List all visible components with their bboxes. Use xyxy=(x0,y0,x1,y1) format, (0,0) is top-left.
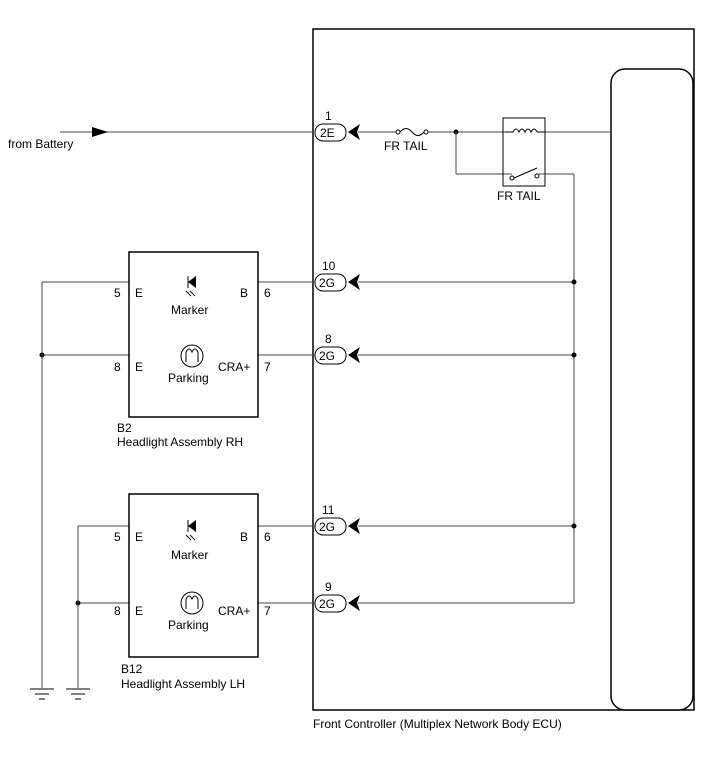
led-diode-icon xyxy=(185,276,196,297)
connector-chevron-icon xyxy=(348,518,360,534)
marker-e-label: E xyxy=(135,286,143,300)
marker-pin-b: 6 xyxy=(264,530,271,544)
parking-pin-e: 8 xyxy=(114,360,121,374)
connector-code: 2G xyxy=(319,276,335,290)
connector-pin: 11 xyxy=(322,503,335,517)
marker-b-label: B xyxy=(240,530,248,544)
connector-code: 2E xyxy=(320,126,335,140)
parking-pin-cra: 7 xyxy=(264,360,271,374)
headlight-lh-name: Headlight Assembly LH xyxy=(121,677,245,691)
marker-pin-b: 6 xyxy=(264,286,271,300)
ecu-label: Front Controller (Multiplex Network Body… xyxy=(313,717,562,731)
marker-pin-e: 5 xyxy=(114,286,121,300)
parking-cra-label: CRA+ xyxy=(218,604,250,618)
parking-pin-e: 8 xyxy=(114,604,121,618)
headlight-lh-code: B12 xyxy=(121,662,143,676)
bulb-icon xyxy=(180,591,204,615)
connector-chevron-icon xyxy=(348,274,360,290)
parking-pin-cra: 7 xyxy=(264,604,271,618)
relay-icon xyxy=(502,117,546,187)
battery-label: from Battery xyxy=(8,137,73,151)
parking-e-label: E xyxy=(135,360,143,374)
connector-2g-pin-11: 11 2G xyxy=(314,503,360,536)
connector-2g-pin-9: 9 2G xyxy=(314,580,360,613)
ground-icon xyxy=(30,688,54,700)
connector-2g-pin-10: 10 2G xyxy=(314,259,360,292)
connector-code: 2G xyxy=(319,520,335,534)
parking-label: Parking xyxy=(168,371,209,385)
marker-label: Marker xyxy=(171,548,208,562)
headlight-rh-code: B2 xyxy=(117,421,132,435)
connector-pin: 1 xyxy=(325,109,332,123)
led-diode-icon xyxy=(185,520,196,541)
headlight-assembly-rh: 5 E B 6 Marker 8 E CRA+ 7 Parking xyxy=(114,251,271,418)
connector-2e: 1 2E xyxy=(314,109,360,142)
fuse-label: FR TAIL xyxy=(384,139,428,153)
connector-chevron-icon xyxy=(348,595,360,611)
connector-pin: 10 xyxy=(322,259,336,273)
parking-e-label: E xyxy=(135,604,143,618)
connector-chevron-icon xyxy=(348,347,360,363)
connector-code: 2G xyxy=(319,349,335,363)
connector-pin: 8 xyxy=(325,332,332,346)
headlight-rh-name: Headlight Assembly RH xyxy=(117,435,243,449)
marker-e-label: E xyxy=(135,530,143,544)
marker-pin-e: 5 xyxy=(114,530,121,544)
marker-b-label: B xyxy=(240,286,248,300)
connector-2g-pin-8: 8 2G xyxy=(314,332,360,365)
marker-label: Marker xyxy=(171,303,208,317)
relay-label: FR TAIL xyxy=(497,189,541,203)
arrow-right-icon xyxy=(92,127,108,137)
connector-chevron-icon xyxy=(348,124,360,140)
headlight-assembly-lh: 5 E B 6 Marker 8 E CRA+ 7 Parking xyxy=(114,493,271,658)
parking-cra-label: CRA+ xyxy=(218,360,250,374)
parking-label: Parking xyxy=(168,618,209,632)
connector-pin: 9 xyxy=(325,580,332,594)
bulb-icon xyxy=(180,344,204,368)
ground-icon xyxy=(66,688,90,700)
ecu-internal-block xyxy=(610,68,694,711)
connector-code: 2G xyxy=(319,597,335,611)
